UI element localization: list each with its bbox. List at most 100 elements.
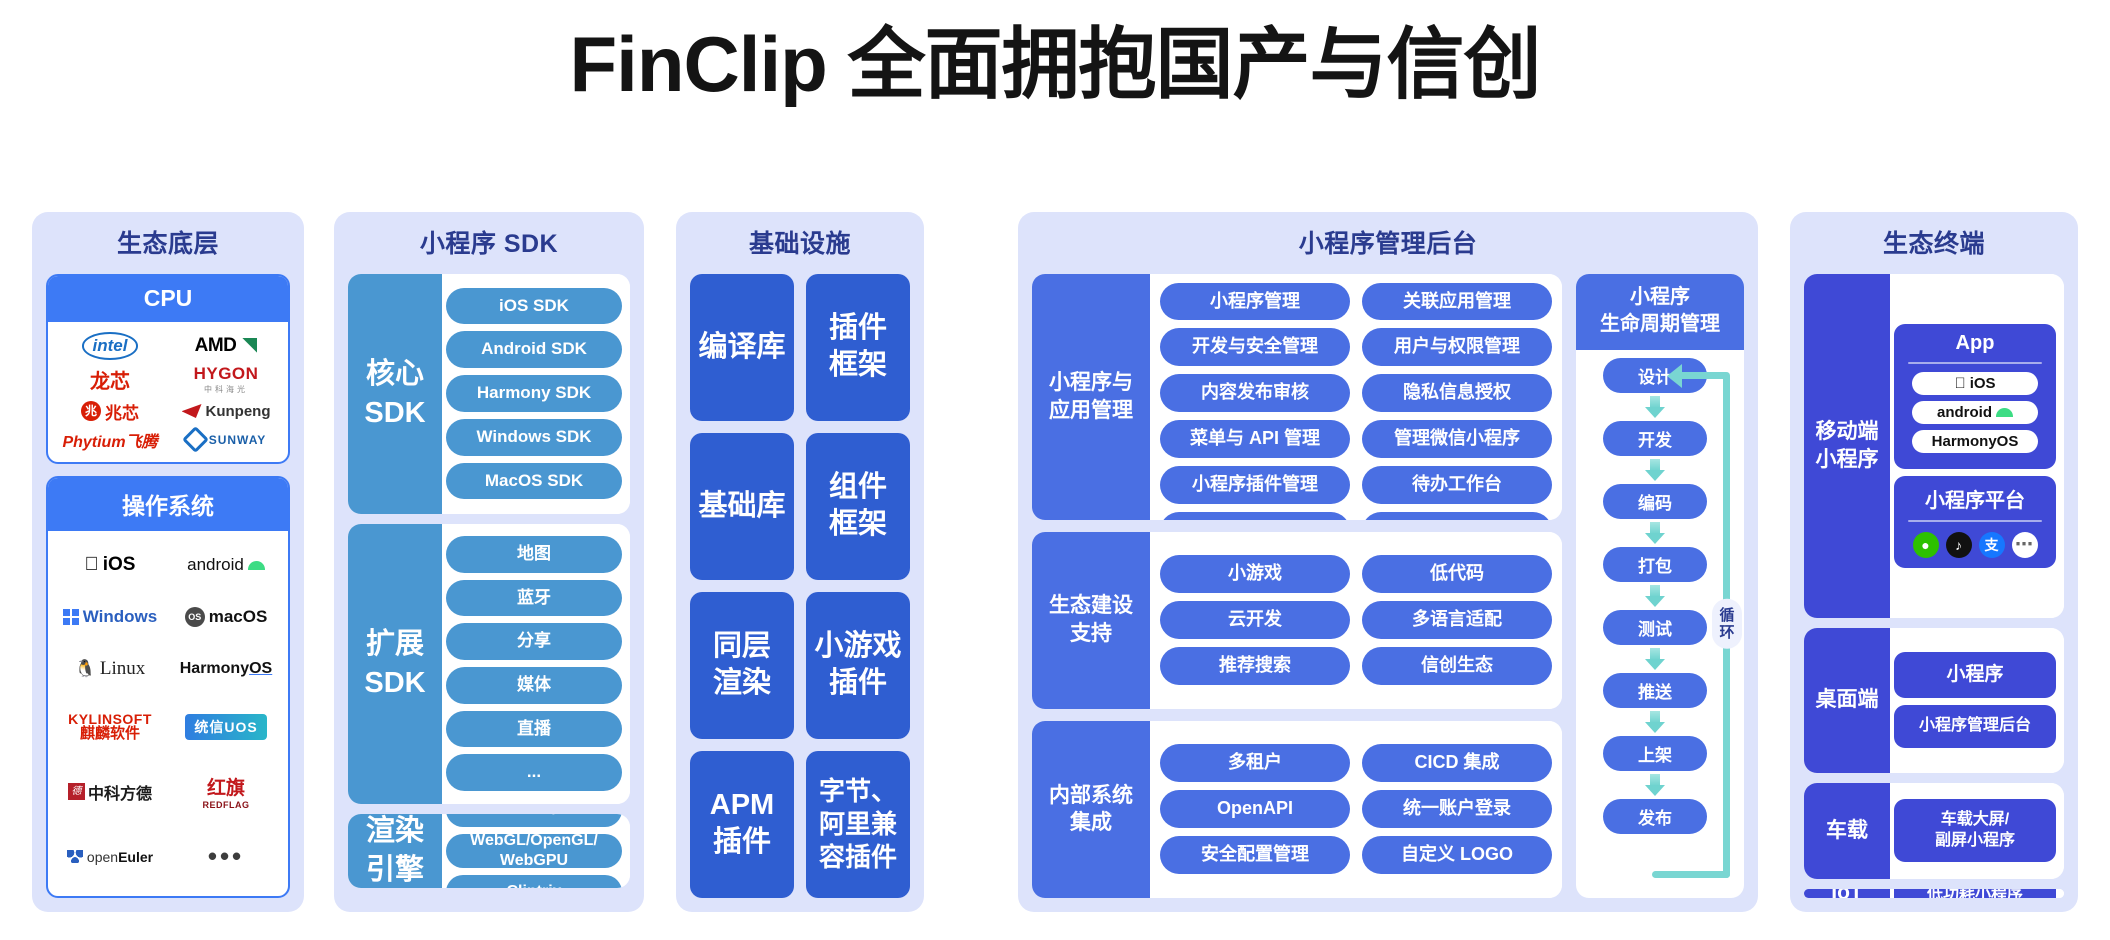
terminal-row-automotive-label: 车载 [1804,782,1890,879]
sdk-pill-media[interactable]: 媒体 [446,667,622,704]
terminal-pill-automotive-screens[interactable]: 车载大屏/副屏小程序 [1894,798,2056,863]
tiktok-icon[interactable]: ♪ [1945,531,1972,558]
admin-pill-data-statistics[interactable]: 数据统计 [1160,512,1350,520]
logo-uniontech-uos: 统信UOS [185,713,267,740]
sdk-pill-share[interactable]: 分享 [446,623,622,660]
logo-nfs-china: 德中科方德 [67,780,152,804]
more-icon[interactable]: ⋯ [2011,531,2038,558]
logo-intel: intel [81,331,139,360]
sdk-pill-bluetooth[interactable]: 蓝牙 [446,579,622,617]
panel-title-terminals: 生态终端 [1882,230,1985,258]
sdk-pill-map[interactable]: 地图 [446,535,622,573]
lifecycle-loop-arrow-icon [1667,363,1682,388]
lifecycle-step-design[interactable]: 设计 [1603,357,1707,393]
lifecycle-step-release-shelf[interactable]: 上架 [1603,735,1707,771]
wechat-icon[interactable]: ● [1912,531,1939,558]
admin-pill-todo-workbench[interactable]: 待办工作台 [1362,466,1552,505]
lifecycle-step-test[interactable]: 测试 [1603,609,1707,645]
terminal-row-desktop-label: 桌面端 [1804,627,1890,773]
lifecycle-steps: 循环 设计 开发 编码 打包 测试 推送 上架 发布 [1576,350,1744,899]
admin-pill-cicd-integration[interactable]: CICD 集成 [1362,744,1552,783]
sdk-pill-android[interactable]: Android SDK [446,331,622,369]
sdk-pill-macos[interactable]: MacOS SDK [446,462,622,500]
terminal-pill-desktop-admin[interactable]: 小程序管理后台 [1894,705,2056,749]
terminal-row-mobile-content: App iOS android HarmonyOS 小程序平台 ● ♪ 支 [1890,273,2064,618]
lifecycle-card-title: 小程序生命周期管理 [1576,273,1744,350]
logo-zhaoxin: 兆兆芯 [81,399,139,424]
admin-row-internal-integration-content: 多租户 CICD 集成 OpenAPI 统一账户登录 安全配置管理 自定义 LO… [1150,720,1562,898]
sdk-pill-live[interactable]: 直播 [446,710,622,748]
terminal-row-desktop-content: 小程序 小程序管理后台 [1890,627,2064,773]
alipay-icon[interactable]: 支 [1978,531,2005,558]
sdk-pill-more[interactable]: ... [446,754,622,792]
admin-pill-recommend-search[interactable]: 推荐搜索 [1160,647,1350,686]
admin-pill-multi-tenant[interactable]: 多租户 [1160,744,1350,783]
infra-cell-compiler-lib[interactable]: 编译库 [690,273,794,421]
logo-windows: Windows [62,607,157,627]
lifecycle-step-code[interactable]: 编码 [1603,483,1707,519]
infra-cell-component-framework[interactable]: 组件框架 [806,432,910,580]
terminal-pill-ios[interactable]: iOS [1912,371,2038,395]
admin-pill-linked-app-management[interactable]: 关联应用管理 [1362,282,1552,321]
sdk-pill-harmony[interactable]: Harmony SDK [446,375,622,412]
arrow-down-icon [1645,521,1665,544]
admin-pill-miniapp-management[interactable]: 小程序管理 [1160,282,1350,321]
admin-pill-dev-security-management[interactable]: 开发与安全管理 [1160,328,1350,367]
sdk-pill-ios[interactable]: iOS SDK [446,287,622,325]
terminal-box-miniapp-platform-title: 小程序平台 [1925,489,2025,512]
sdk-group-extension-items: 地图 蓝牙 分享 媒体 直播 ... [442,523,630,804]
admin-pill-miniapp-plugin-management[interactable]: 小程序插件管理 [1160,466,1350,505]
sdk-pill-cliptrix[interactable]: Cliptrix [446,874,622,888]
admin-pill-minigame[interactable]: 小游戏 [1160,555,1350,594]
lifecycle-step-develop[interactable]: 开发 [1603,420,1707,456]
lifecycle-step-push[interactable]: 推送 [1603,672,1707,708]
terminal-pill-harmonyos[interactable]: HarmonyOS [1912,429,2038,453]
arrow-down-icon [1645,395,1665,418]
admin-pill-menu-api-management[interactable]: 菜单与 API 管理 [1160,420,1350,459]
panel-title-sdk: 小程序 SDK [419,230,559,258]
admin-pill-security-config-management[interactable]: 安全配置管理 [1160,836,1350,875]
infra-cell-plugin-framework[interactable]: 插件框架 [806,273,910,421]
lifecycle-step-package[interactable]: 打包 [1603,546,1707,582]
admin-pill-multi-language[interactable]: 多语言适配 [1362,601,1552,640]
terminal-row-iot-label: IoT [1804,888,1890,898]
admin-pill-openapi[interactable]: OpenAPI [1160,790,1350,829]
infra-cell-minigame-plugin[interactable]: 小游戏插件 [806,591,910,739]
terminal-pill-low-power-miniapp[interactable]: 低功耗小程序 [1894,888,2056,898]
arrow-down-icon [1645,647,1665,670]
logo-loongson: 龙芯 [90,370,130,393]
lifecycle-step-publish[interactable]: 发布 [1603,798,1707,834]
sdk-group-render-engine-items: JS Core / V8 WebGL/OpenGL/WebGPU Cliptri… [442,813,630,888]
admin-pill-privacy-authorization[interactable]: 隐私信息授权 [1362,374,1552,413]
infra-cell-base-lib[interactable]: 基础库 [690,432,794,580]
admin-pill-cloud-dev[interactable]: 云开发 [1160,601,1350,640]
sdk-pill-webgl[interactable]: WebGL/OpenGL/WebGPU [446,832,622,869]
infra-cell-same-layer-render[interactable]: 同层渲染 [690,591,794,739]
admin-pill-low-code[interactable]: 低代码 [1362,555,1552,594]
admin-pill-unified-account-login[interactable]: 统一账户登录 [1362,790,1552,829]
infra-cell-bytedance-alibaba-compat[interactable]: 字节、阿里兼容插件 [806,750,910,898]
sdk-pill-jscore-v8[interactable]: JS Core / V8 [446,813,622,827]
terminal-pill-desktop-miniapp[interactable]: 小程序 [1894,651,2056,699]
admin-pill-xinchuang-ecosystem[interactable]: 信创生态 [1362,647,1552,686]
admin-pill-content-publish-review[interactable]: 内容发布审核 [1160,374,1350,413]
terminal-pill-android[interactable]: android [1912,400,2038,424]
logo-amd: AMD [195,335,258,357]
logo-ios: iOS [85,554,136,576]
admin-pill-custom-logo[interactable]: 自定义 LOGO [1362,836,1552,875]
divider [1908,361,2042,364]
admin-pill-manage-wechat-miniapp[interactable]: 管理微信小程序 [1362,420,1552,459]
sdk-pill-windows[interactable]: Windows SDK [446,418,622,456]
admin-pill-marketing-template[interactable]: 营销模板 [1362,512,1552,520]
admin-pill-user-permission-management[interactable]: 用户与权限管理 [1362,328,1552,367]
logo-sunway: SUNWAY [181,426,267,453]
